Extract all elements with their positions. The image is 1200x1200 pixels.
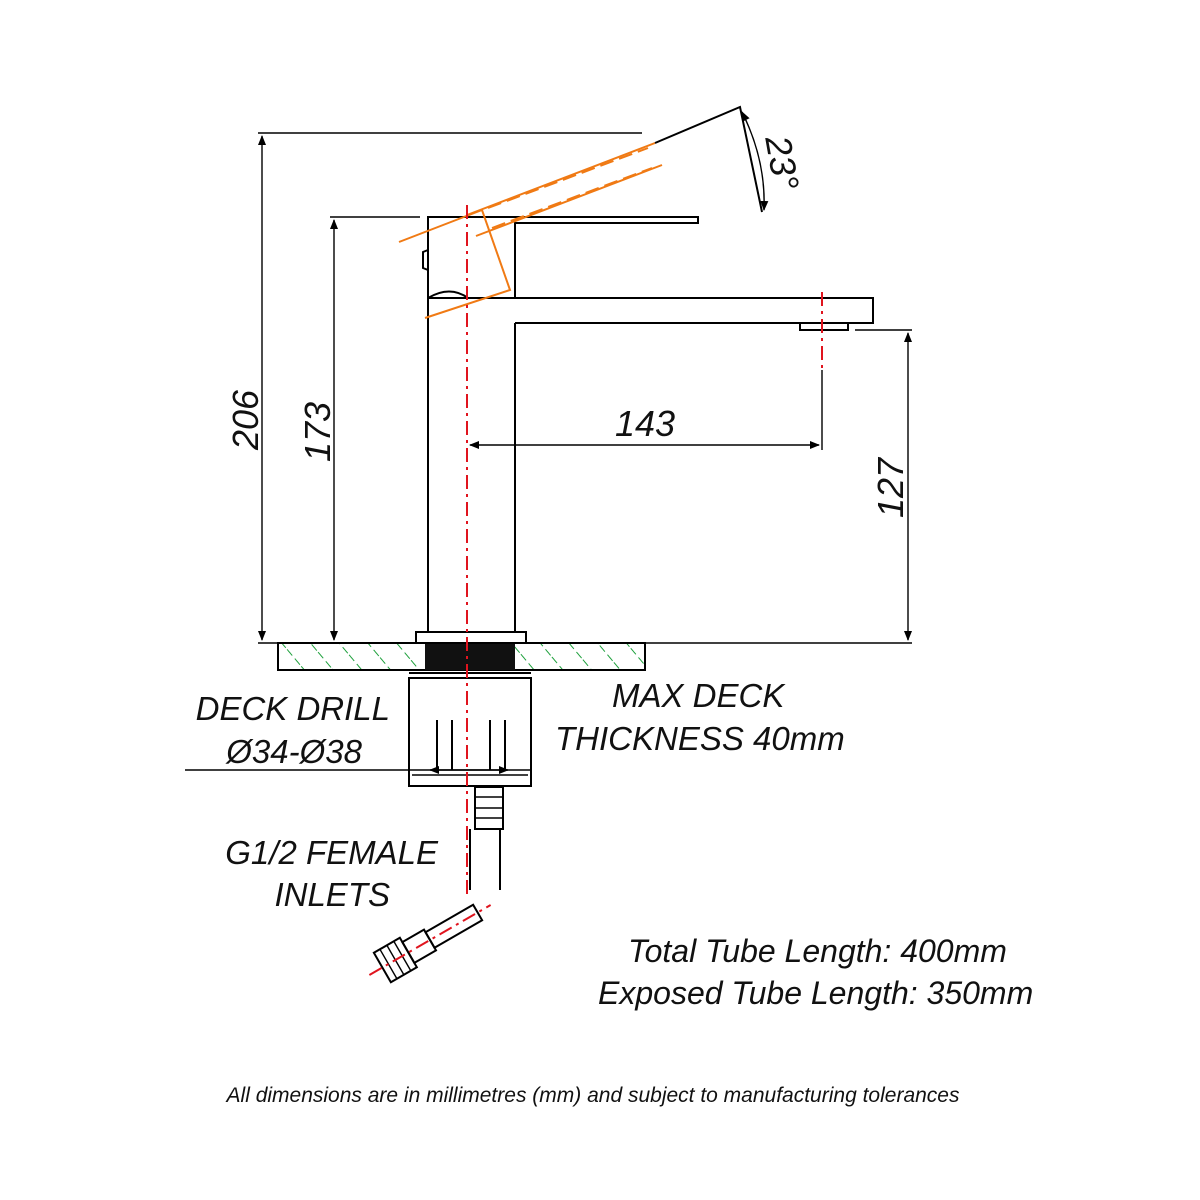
label-deck-drill-size: Ø34-Ø38 <box>225 733 362 770</box>
deck-section <box>277 642 646 671</box>
inlet-hose <box>368 786 504 984</box>
label-max-deck-thickness: THICKNESS 40mm <box>555 720 845 757</box>
dim-spout-height: 173 <box>297 402 338 462</box>
label-deck-drill: DECK DRILL <box>196 690 390 727</box>
extension-lines <box>258 132 912 644</box>
dim-outlet-height: 127 <box>870 456 911 518</box>
dim-lever-angle: 23° <box>757 131 807 193</box>
dimension-lines <box>258 111 912 641</box>
lever-alt-position <box>398 105 763 319</box>
note-exposed-tube: Exposed Tube Length: 350mm <box>598 975 1033 1011</box>
tap-body <box>415 216 874 644</box>
mounting-shank <box>185 672 532 787</box>
label-max-deck: MAX DECK <box>612 677 786 714</box>
label-inlets-2: INLETS <box>274 876 390 913</box>
centre-lines <box>466 205 823 895</box>
dim-total-height: 206 <box>225 389 266 451</box>
note-total-tube: Total Tube Length: 400mm <box>628 933 1007 969</box>
footer-note: All dimensions are in millimetres (mm) a… <box>225 1084 960 1107</box>
label-inlets: G1/2 FEMALE <box>225 834 439 871</box>
dim-reach: 143 <box>615 403 675 444</box>
